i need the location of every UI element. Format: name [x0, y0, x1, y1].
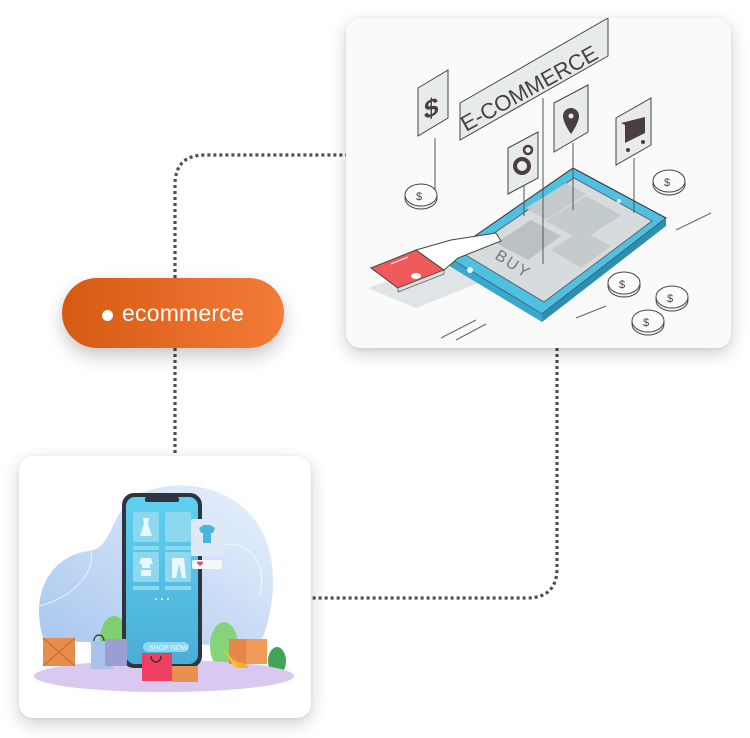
dollar-icon: $ [424, 91, 439, 125]
gear-sign-board [507, 131, 539, 195]
coin-icon: $ [404, 183, 438, 210]
gear-icon [513, 157, 531, 175]
ecommerce-isometric-illustration: BUY $ E-COMMERCE $ [368, 18, 712, 341]
coin-icon: $ [631, 309, 665, 336]
heart-icon [197, 561, 203, 566]
ecommerce-tag-node[interactable]: ecommerce [62, 278, 284, 348]
shopping-cart-icon [621, 117, 645, 143]
ecommerce-sign-board [459, 18, 609, 141]
connector-top-card-to-bottom-card [311, 348, 559, 600]
mobile-shopping-image-card[interactable]: SHOP NOW [19, 456, 311, 718]
tshirt-icon [199, 525, 215, 543]
dot-icon [102, 309, 114, 321]
mobile-shopping-illustration: SHOP NOW [34, 485, 294, 692]
svg-text:$: $ [619, 279, 625, 291]
coin-icon: $ [652, 169, 686, 196]
dollar-sign-board [417, 69, 449, 137]
ecommerce-image-card[interactable]: BUY $ E-COMMERCE $ [346, 18, 731, 348]
coin-icon: $ [655, 285, 689, 312]
pants-icon [172, 558, 186, 578]
shop-now-text: SHOP NOW [149, 645, 188, 652]
svg-text:$: $ [667, 293, 673, 305]
dress-icon [140, 518, 152, 536]
shop-now-button [143, 642, 189, 652]
location-pin-icon [563, 108, 579, 134]
svg-text:$: $ [643, 317, 649, 329]
svg-text:$: $ [664, 177, 670, 189]
ecommerce-tag-label: ecommerce [122, 299, 244, 326]
outfit-icon [139, 558, 153, 576]
connector-pill-to-top-card [173, 153, 346, 278]
coin-icon: $ [607, 271, 641, 298]
svg-text:$: $ [416, 191, 422, 203]
